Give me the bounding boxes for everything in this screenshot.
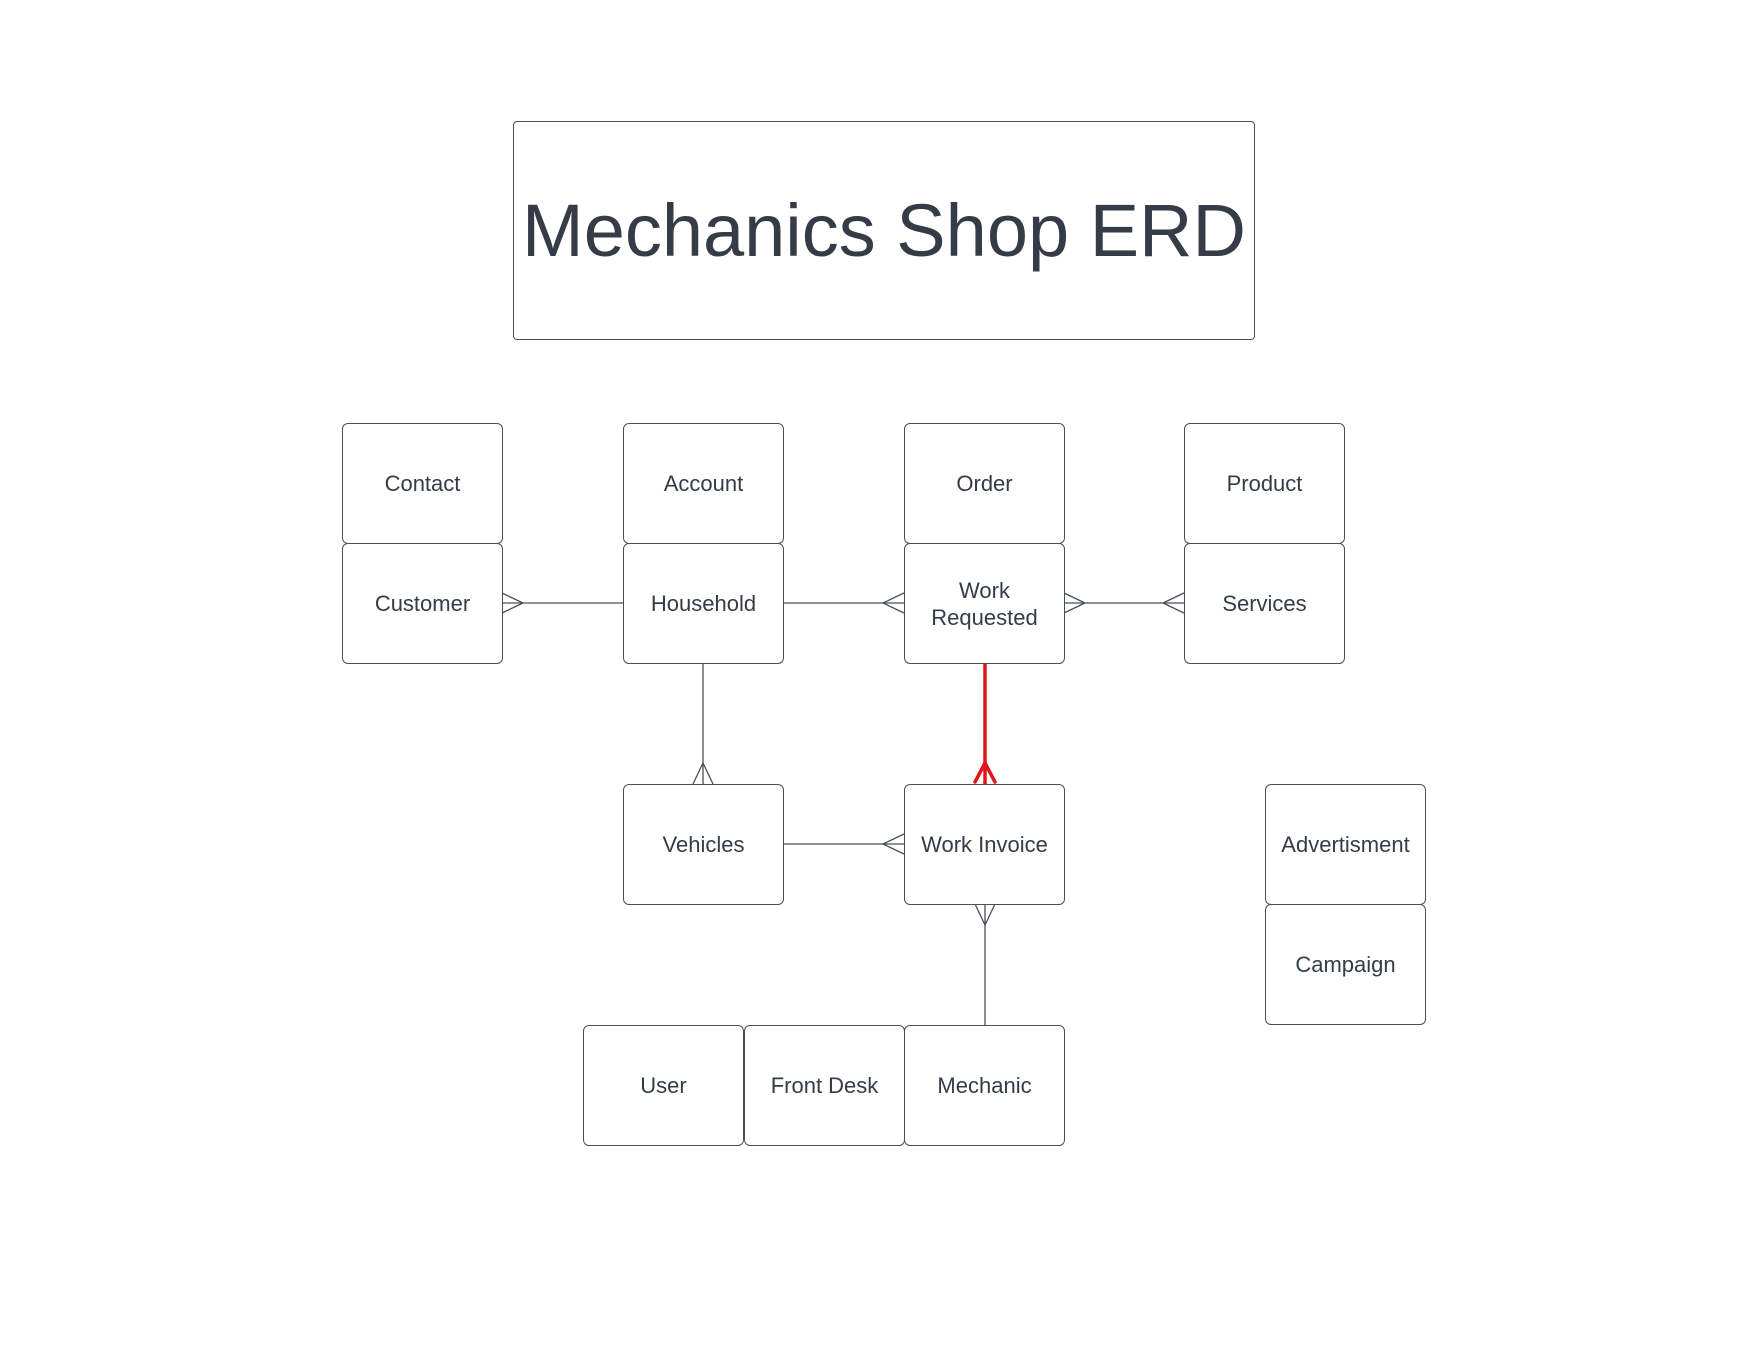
connector-vehicles-work-invoice[interactable] — [783, 833, 905, 855]
entity-label: Services — [1222, 591, 1307, 616]
entity-order[interactable]: Order — [904, 423, 1065, 544]
connector-household-work-requested[interactable] — [783, 592, 905, 614]
crowsfoot-work-requested — [882, 592, 905, 604]
crowsfoot-services — [1162, 592, 1185, 604]
entity-label: Front Desk — [770, 1073, 879, 1098]
entity-label: Work Invoice — [921, 832, 1048, 857]
connector-household-vehicles[interactable] — [692, 663, 714, 785]
entity-label: Account — [663, 471, 744, 496]
entity-mechanic[interactable]: Mechanic — [904, 1025, 1065, 1146]
entity-label: Mechanic — [937, 1073, 1032, 1098]
entity-services[interactable]: Services — [1184, 543, 1345, 664]
entity-household[interactable]: Household — [623, 543, 784, 664]
entity-vehicles[interactable]: Vehicles — [623, 784, 784, 905]
entity-label: Order — [956, 471, 1013, 496]
entity-front-desk[interactable]: Front Desk — [744, 1025, 905, 1146]
crowsfoot-vehicles — [692, 762, 704, 785]
connector-customer-household[interactable] — [501, 592, 623, 614]
entity-account[interactable]: Account — [623, 423, 784, 544]
entity-label: Customer — [374, 591, 471, 616]
crowsfoot-work-invoice-bottom — [974, 903, 986, 926]
entity-label: Advertisment — [1281, 832, 1410, 857]
entity-label: Vehicles — [662, 832, 745, 857]
crowsfoot-work-invoice-top — [973, 761, 987, 784]
entity-label: Campaign — [1295, 952, 1396, 977]
connector-work-requested-work-invoice[interactable] — [973, 661, 997, 786]
crowsfoot-work-invoice-left — [882, 833, 905, 845]
entity-label: User — [640, 1073, 687, 1098]
entity-label: Contact — [384, 471, 461, 496]
title-box[interactable]: Mechanics Shop ERD — [513, 121, 1255, 340]
entity-campaign[interactable]: Campaign — [1265, 904, 1426, 1025]
entity-customer[interactable]: Customer — [342, 543, 503, 664]
connector-work-requested-services[interactable] — [1063, 592, 1185, 614]
entity-product[interactable]: Product — [1184, 423, 1345, 544]
entity-label: Work Requested — [931, 577, 1038, 630]
connector-work-invoice-mechanic[interactable] — [974, 903, 996, 1025]
entity-advertisment[interactable]: Advertisment — [1265, 784, 1426, 905]
diagram-title: Mechanics Shop ERD — [522, 189, 1246, 272]
entity-contact[interactable]: Contact — [342, 423, 503, 544]
crowsfoot-customer — [501, 592, 524, 604]
entity-work-requested[interactable]: Work Requested — [904, 543, 1065, 664]
entity-label: Household — [650, 591, 757, 616]
entity-label: Product — [1226, 471, 1303, 496]
crowsfoot-work-requested-right — [1063, 592, 1086, 604]
entity-user[interactable]: User — [583, 1025, 744, 1146]
entity-work-invoice[interactable]: Work Invoice — [904, 784, 1065, 905]
